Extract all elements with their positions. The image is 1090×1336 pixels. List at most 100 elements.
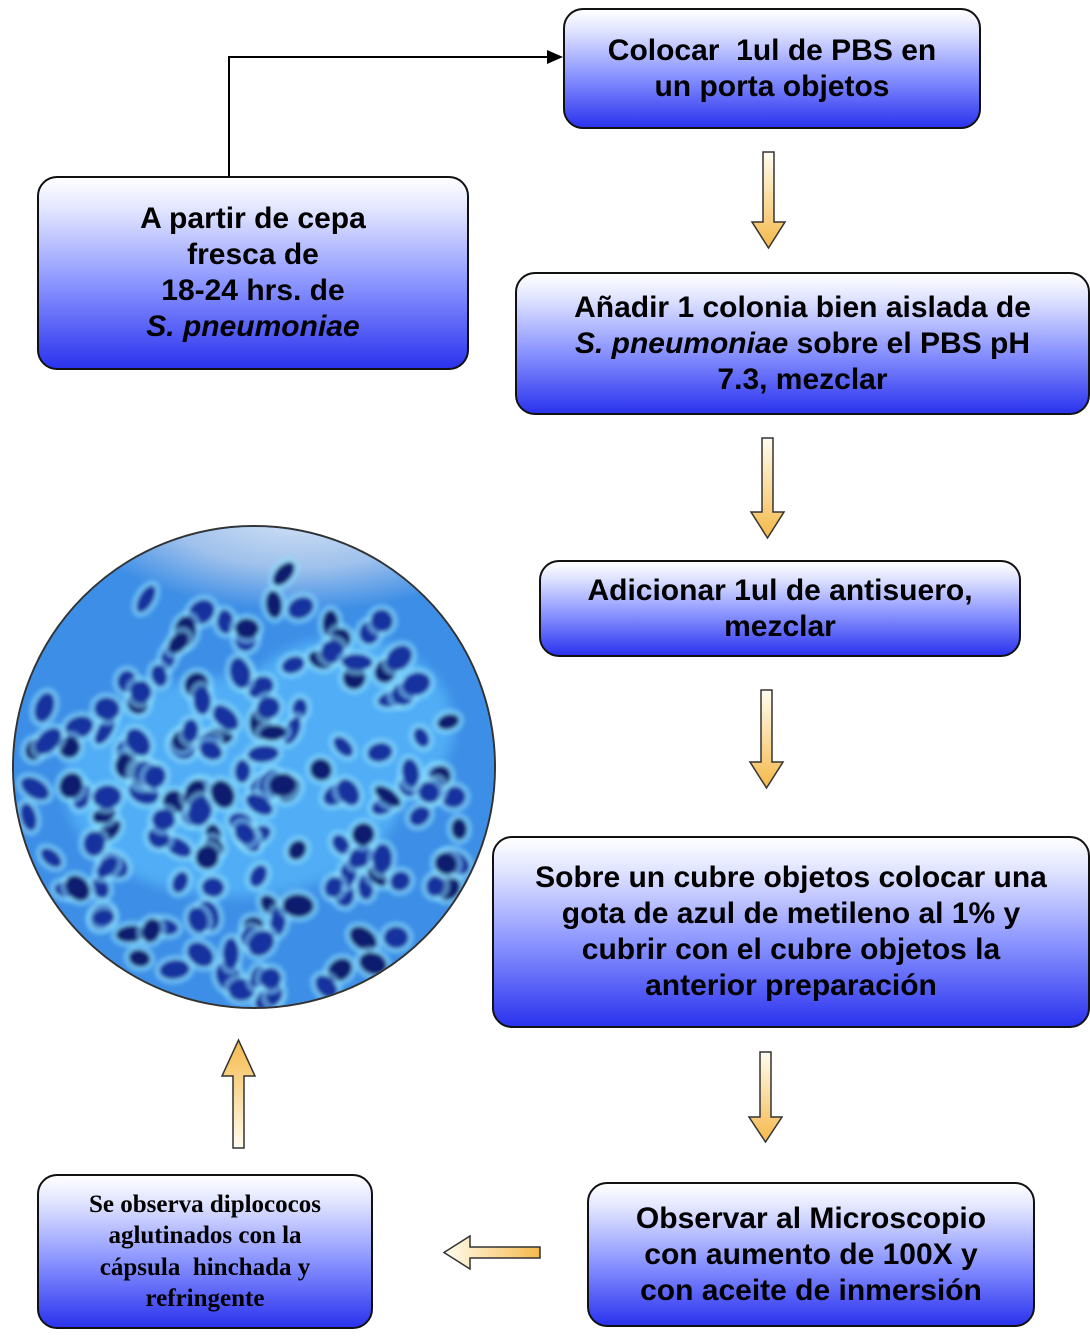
diplococcus-cell: [351, 822, 375, 846]
diplococcus-cell: [434, 852, 458, 875]
step4-line-2: gota de azul de metileno al 1% y: [561, 897, 1021, 930]
step2-line-1: Añadir 1 colonia bien aislada de: [574, 290, 1031, 324]
diplococcus-cell: [159, 959, 190, 980]
diplococcus-cell: [259, 967, 282, 990]
diplococcus-cell: [222, 937, 240, 970]
step5-line-1: Observar al Microscopio: [635, 1201, 987, 1235]
diplococcus-cell: [216, 609, 234, 634]
diplococcus-cell: [451, 818, 468, 840]
diplococcus-cell: [172, 871, 189, 893]
diplococcus-cell: [20, 777, 50, 801]
diplococcus-cell: [324, 876, 343, 898]
down-arrow-3: [748, 689, 785, 790]
diplococcus-cell: [59, 772, 83, 799]
diplococcus-cell: [268, 773, 297, 797]
diplococcus-cell: [383, 926, 409, 949]
diplococcus-cell: [413, 727, 430, 748]
step4-line-3: cubrir con el cubre objetos la: [581, 933, 1001, 966]
down-arrow-2: [749, 437, 786, 540]
start-strain-box: A partir de cepa fresca de 18-24 hrs. de…: [37, 176, 469, 370]
diplococcus-cell: [348, 845, 374, 869]
start-line-3: 18-24 hrs. de: [161, 274, 345, 307]
step3-line-1: Adicionar 1ul de antisuero,: [587, 573, 973, 607]
diplococcus-cell: [83, 831, 106, 857]
step5-line-3: con aceite de inmersión: [640, 1273, 982, 1307]
diplococcus-cell: [341, 654, 373, 671]
step-microscope-box: Observar al Microscopio con aumento de 1…: [587, 1182, 1035, 1327]
diplococcus-cell: [332, 834, 350, 855]
diplococcus-cell: [287, 596, 314, 619]
diplococcus-cell: [309, 758, 332, 781]
step-antiserum-box: Adicionar 1ul de antisuero, mezclar: [539, 560, 1021, 657]
diplococcus-cell: [187, 942, 214, 967]
micrograph-cells: [14, 527, 494, 1007]
step5-line-2: con aumento de 100X y: [644, 1237, 978, 1271]
diplococcus-cell: [359, 952, 387, 975]
step-add-colony-box: Añadir 1 colonia bien aislada de S. pneu…: [515, 272, 1090, 415]
diplococcus-cell: [212, 704, 239, 731]
step2-line-3: 7.3, mezclar: [717, 362, 888, 396]
diplococcus-cell: [151, 808, 176, 831]
start-line-4: S. pneumoniae: [146, 310, 360, 343]
result-line-3: cápsula hinchada y: [99, 1253, 311, 1281]
diplococcus-cell: [125, 728, 151, 757]
diplococcus-cell: [372, 843, 393, 874]
diplococcus-cell: [409, 806, 431, 826]
diplococcus-cell: [187, 907, 209, 933]
diplococcus-cell: [92, 909, 115, 926]
diplococcus-cell: [247, 745, 279, 763]
diplococcus-cell: [40, 848, 62, 868]
diplococcus-cell: [281, 656, 305, 674]
step2-line-2: S. pneumoniae sobre el PBS pH: [574, 326, 1031, 362]
diplococcus-cell: [386, 645, 413, 671]
diplococcus-cell: [234, 759, 251, 783]
elbow-connector-arrowhead: [547, 50, 563, 64]
diplococcus-cell: [199, 741, 223, 760]
micrograph-image: [12, 525, 496, 1009]
diplococcus-cell: [374, 785, 401, 807]
diplococcus-cell: [182, 719, 199, 743]
diplococcus-cell: [259, 724, 287, 741]
down-arrow-1: [750, 151, 787, 250]
diplococcus-cell: [210, 780, 235, 809]
diplococcus-cell: [141, 918, 161, 943]
step4-line-4: anterior preparación: [645, 969, 937, 1002]
diplococcus-cell: [333, 736, 354, 757]
step2-line-2-rest: sobre el PBS pH: [788, 326, 1031, 360]
diplococcus-cell: [151, 664, 168, 687]
diplococcus-cell: [426, 875, 445, 897]
diplococcus-cell: [315, 975, 338, 999]
diplococcus-cell: [193, 686, 212, 715]
diplococcus-cell: [188, 796, 213, 827]
diplococcus-cell: [349, 926, 378, 951]
diplococci-cells: [15, 557, 475, 1007]
diplococcus-cell: [248, 930, 275, 957]
step1-line-2: un porta objetos: [654, 69, 890, 103]
start-line-2: fresca de: [187, 238, 319, 271]
diplococcus-cell: [130, 680, 152, 704]
step4-line-1: Sobre un cubre objetos colocar una: [535, 861, 1047, 894]
elbow-connector-line: [228, 56, 548, 176]
diplococcus-cell: [370, 609, 393, 632]
diplococcus-cell: [234, 822, 256, 844]
diplococcus-cell: [94, 697, 120, 721]
diplococcus-cell: [20, 803, 37, 831]
diplococcus-cell: [234, 618, 260, 639]
step2-italic-species: S. pneumoniae: [574, 326, 789, 360]
step3-line-2: mezclar: [724, 609, 836, 643]
diplococcus-cell: [34, 692, 55, 723]
diplococcus-cell: [437, 714, 460, 730]
diplococcus-cell: [128, 949, 151, 967]
result-box: Se observa diplococos aglutinados con la…: [37, 1174, 373, 1329]
step1-line-1: Colocar 1ul de PBS en: [607, 33, 937, 67]
diplococcus-cell: [96, 856, 118, 878]
result-line-4: refringente: [145, 1284, 265, 1312]
up-arrow: [220, 1038, 257, 1149]
down-arrow-4: [747, 1051, 784, 1144]
diplococcus-cell: [92, 785, 122, 809]
step-methylene-blue-box: Sobre un cubre objetos colocar una gota …: [492, 836, 1090, 1028]
diplococcus-cell: [282, 894, 314, 918]
diplococcus-cell: [389, 871, 411, 891]
diplococcus-cell: [229, 657, 251, 689]
diplococcus-cell: [265, 590, 283, 619]
